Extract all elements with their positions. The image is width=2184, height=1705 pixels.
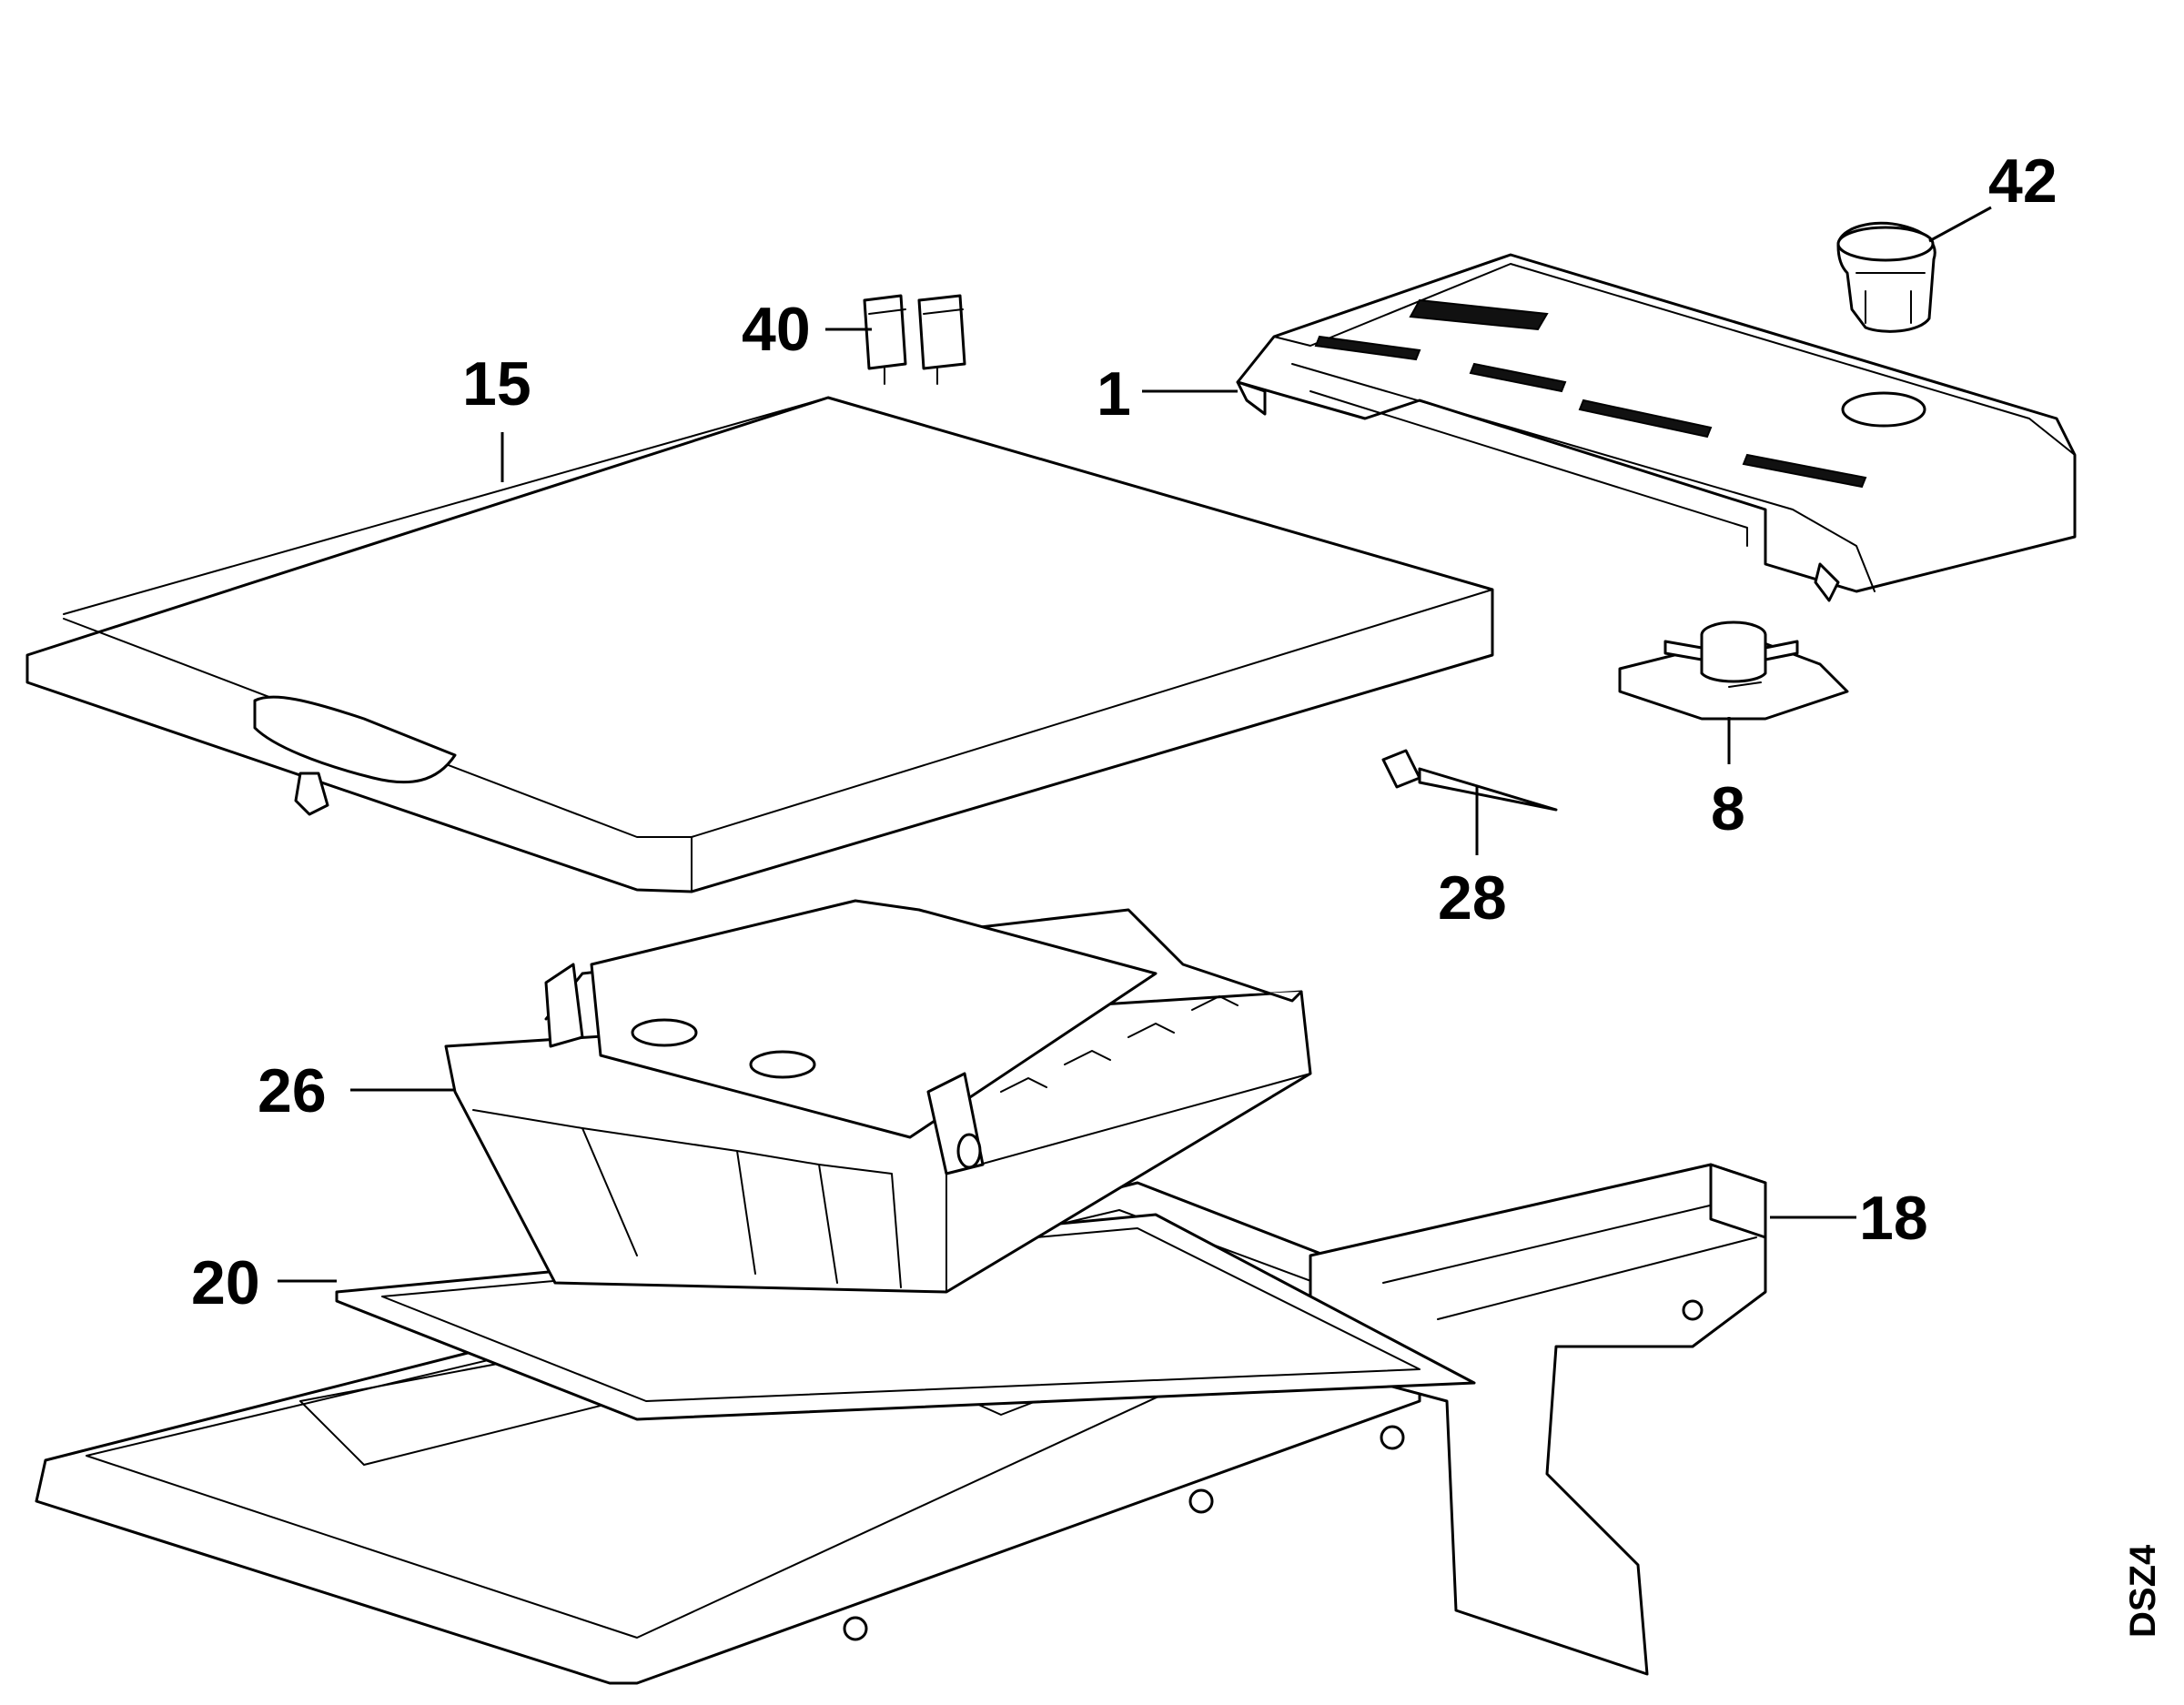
callout-1: 1 bbox=[1097, 359, 1131, 429]
part-42-knob bbox=[1836, 221, 1936, 333]
part-26-dispenser-drawer bbox=[444, 899, 1312, 1294]
leader-lines bbox=[278, 206, 1992, 1283]
callout-8: 8 bbox=[1711, 774, 1745, 843]
diagram-code: DSZ4 bbox=[2123, 1544, 2163, 1638]
part-40-switches bbox=[863, 294, 966, 385]
callout-42: 42 bbox=[1988, 146, 2058, 216]
callout-26: 26 bbox=[258, 1056, 327, 1125]
callout-40: 40 bbox=[742, 295, 811, 364]
callout-28: 28 bbox=[1438, 863, 1507, 933]
callout-15: 15 bbox=[462, 349, 531, 419]
part-15-top-lid bbox=[25, 396, 1494, 893]
callout-20: 20 bbox=[191, 1248, 260, 1317]
part-8-valve-distributor bbox=[1618, 620, 1849, 721]
part-28-pin bbox=[1381, 749, 1558, 812]
part-1-control-panel bbox=[1236, 253, 2077, 602]
callout-18: 18 bbox=[1859, 1184, 1928, 1253]
